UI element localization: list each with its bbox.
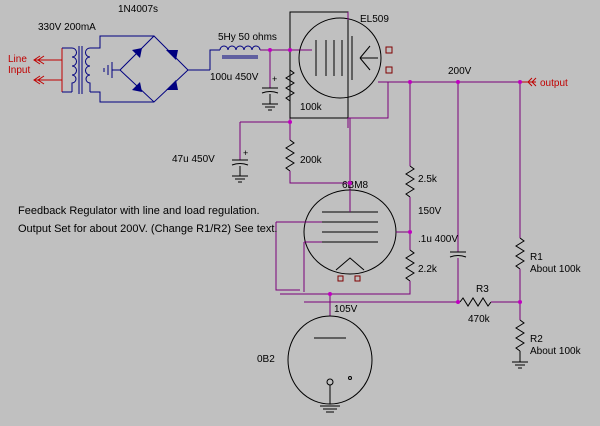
line-input-connector bbox=[33, 48, 63, 92]
r2-value: About 100k bbox=[530, 346, 582, 357]
description-line-2: Output Set for about 200V. (Change R1/R2… bbox=[18, 223, 277, 235]
r1-name: R1 bbox=[530, 252, 543, 263]
r-2.2k-label: 2.2k bbox=[418, 264, 438, 275]
description-line-1: Feedback Regulator with line and load re… bbox=[18, 205, 260, 217]
choke-label: 5Hy 50 ohms bbox=[218, 32, 277, 43]
6bm8-tube bbox=[275, 118, 410, 292]
el509-label: EL509 bbox=[360, 14, 389, 25]
capacitor-47u: + bbox=[231, 122, 248, 183]
resistor-2.5k bbox=[405, 82, 415, 250]
v105-label: 105V bbox=[334, 304, 358, 315]
line-input-label-1: Line bbox=[8, 54, 27, 65]
v150-label: 150V bbox=[418, 206, 442, 217]
capacitor-0.1u bbox=[449, 82, 467, 302]
junctions bbox=[268, 48, 522, 304]
r3-value: 470k bbox=[468, 314, 491, 325]
svg-text:+: + bbox=[272, 74, 277, 84]
6bm8-label: 6BM8 bbox=[342, 180, 369, 191]
line-input-label-2: Input bbox=[8, 65, 30, 76]
output-line bbox=[348, 77, 537, 119]
resistor-2.2k bbox=[280, 249, 415, 295]
transformer-label: 330V 200mA bbox=[38, 22, 96, 33]
cap2-label: 47u 450V bbox=[172, 154, 215, 165]
0b2-tube bbox=[287, 294, 373, 413]
r2-name: R2 bbox=[530, 334, 543, 345]
choke bbox=[209, 45, 300, 70]
output-voltage-label: 200V bbox=[448, 66, 472, 77]
r3-name: R3 bbox=[476, 284, 489, 295]
transformer bbox=[62, 35, 154, 103]
r-2.5k-label: 2.5k bbox=[418, 174, 438, 185]
0b2-label: 0B2 bbox=[257, 354, 275, 365]
cap1-label: 100u 450V bbox=[210, 72, 259, 83]
capacitor-100u: + bbox=[261, 50, 279, 111]
el509-tube bbox=[289, 11, 393, 128]
rectifier-label: 1N4007s bbox=[118, 4, 158, 15]
output-label: output bbox=[540, 78, 568, 89]
r-200k-label: 200k bbox=[300, 155, 323, 166]
svg-text:+: + bbox=[243, 148, 248, 158]
resistor-200k bbox=[240, 121, 350, 184]
r1-value: About 100k bbox=[530, 264, 582, 275]
r-100k-label: 100k bbox=[300, 102, 323, 113]
cap3-label: .1u 400V bbox=[418, 234, 458, 245]
resistor-r1 bbox=[515, 82, 525, 302]
bridge-rectifier bbox=[103, 35, 210, 103]
resistor-r2 bbox=[512, 302, 528, 369]
